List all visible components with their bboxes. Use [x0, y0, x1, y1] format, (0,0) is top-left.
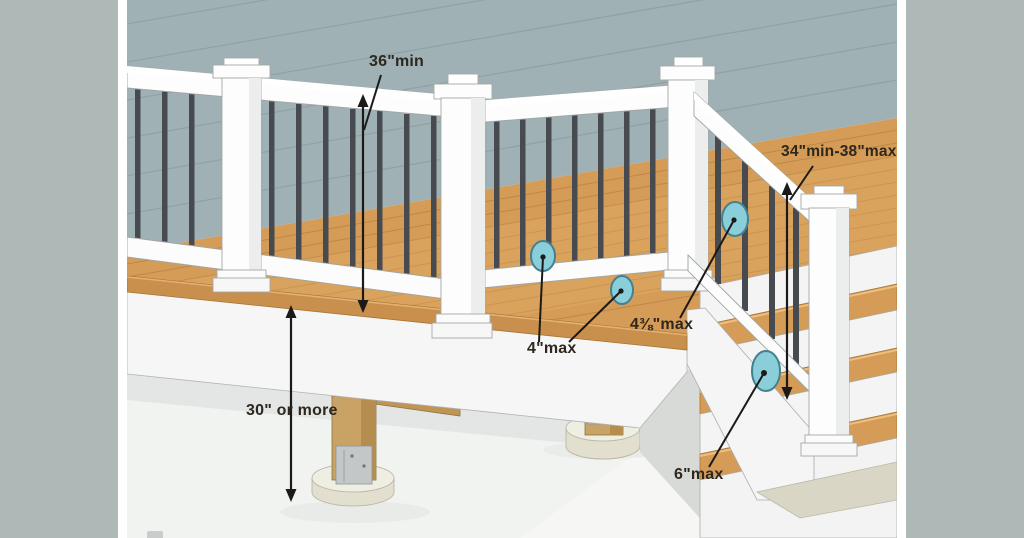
callout-stair-baluster-gap — [679, 201, 749, 319]
railing-rails — [127, 65, 691, 302]
callout-rail-gap — [568, 275, 634, 343]
arrow-stair-rail-height — [781, 165, 814, 400]
under-deck-shadow — [127, 374, 640, 450]
stair-balusters — [715, 136, 799, 364]
railing-balusters — [135, 89, 656, 277]
label-stair-side-opening: 6"max — [674, 466, 724, 483]
label-stair-baluster-gap: 4⅜"max — [630, 316, 694, 333]
label-baluster-gap: 4"max — [527, 340, 577, 357]
post-stair-bottom — [800, 185, 858, 457]
label-deck-height: 30" or more — [246, 402, 338, 419]
callout-stair-opening — [708, 350, 781, 468]
callout-baluster-gap — [530, 240, 556, 343]
arrow-guard-height — [357, 74, 382, 313]
watermark — [147, 531, 163, 538]
post-stair-top — [659, 56, 716, 292]
railing-posts — [212, 56, 716, 339]
stair-rails — [687, 90, 821, 398]
annotations — [285, 74, 814, 502]
post-left — [212, 57, 271, 293]
post-corner — [431, 73, 493, 339]
label-stair-rail-height: 34"min-38"max — [781, 143, 897, 160]
label-guard-height: 36"min — [369, 53, 425, 70]
arrow-deck-height — [285, 305, 297, 502]
